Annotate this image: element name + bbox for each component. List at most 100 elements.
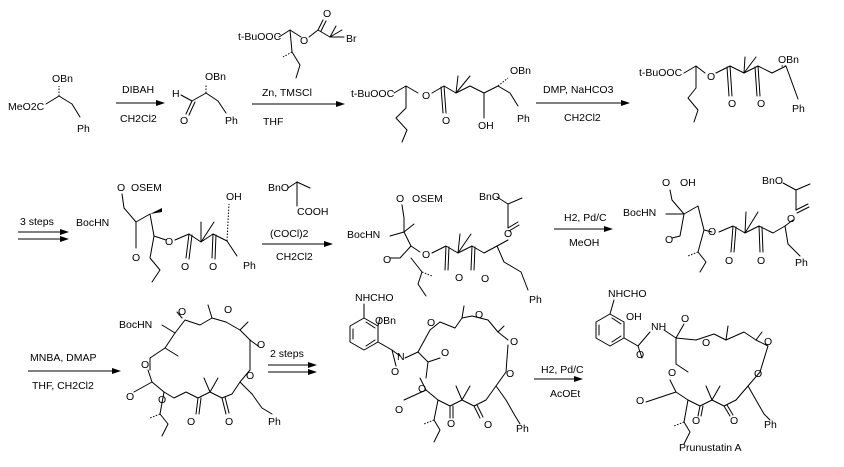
n-label: N <box>397 351 405 363</box>
benzyloxy-acid-reagent: BnO COOH <box>268 181 329 218</box>
o-label: O <box>165 236 173 248</box>
tbuooc-label: t-BuOOC <box>238 31 282 43</box>
reaction-arrow-6: H2, Pd/C MeOH <box>554 212 613 249</box>
bno-label: BnO <box>479 191 500 203</box>
bochn-label: BocHN <box>119 319 152 331</box>
ph-label: Ph <box>243 260 256 272</box>
o-label: O <box>692 415 700 427</box>
bond <box>683 65 706 74</box>
o-label: O <box>132 252 140 264</box>
reaction-arrow-9: H2, Pd/C AcOEt <box>534 364 584 400</box>
o-label: O <box>422 249 430 261</box>
ph-label: Ph <box>529 294 542 306</box>
step-7-solvent: THF, CH2Cl2 <box>32 380 94 392</box>
step-5-solvent: CH2Cl2 <box>276 251 313 263</box>
oh-label: OH <box>626 311 642 323</box>
ph-label: Ph <box>792 103 805 115</box>
o-label: O <box>681 313 689 325</box>
o-label: O <box>447 418 455 430</box>
reaction-arrow-7: MNBA, DMAP THF, CH2Cl2 <box>28 352 121 392</box>
bochn-label: BocHN <box>623 207 656 219</box>
oh-label: OH <box>680 177 696 189</box>
step-4-label: 3 steps <box>20 216 54 228</box>
compound-macrolactone-obn: NHCHO OBn O O O O N O O O O O O Ph <box>349 292 529 443</box>
osem-label: OSEM <box>131 182 162 194</box>
bond <box>45 95 81 118</box>
step-1-reagent: DIBAH <box>122 84 154 96</box>
o-label: O <box>636 395 644 407</box>
nh-label: NH <box>651 321 666 333</box>
o-label: O <box>441 347 449 359</box>
ph-label: Ph <box>764 419 777 431</box>
bond <box>161 317 227 334</box>
o-label: O <box>636 349 644 361</box>
ph-label: Ph <box>517 113 530 125</box>
step-1-solvent: CH2Cl2 <box>120 113 157 125</box>
o-label: O <box>178 306 186 318</box>
o-label: O <box>396 193 404 205</box>
o-label: O <box>181 261 189 273</box>
compound-hydroxy-diketone: O OSEM BocHN OH O O O O Ph <box>76 182 256 283</box>
o-label: O <box>427 317 435 329</box>
o-label: O <box>117 182 125 194</box>
tbuooc-label: t-BuOOC <box>351 88 395 100</box>
step-7-reagent: MNBA, DMAP <box>30 352 97 364</box>
obn-label: OBn <box>510 65 531 77</box>
o-label: O <box>506 368 514 380</box>
o-label: O <box>702 337 710 349</box>
o-label: O <box>707 71 715 83</box>
reaction-arrow-3: DMP, NaHCO3 CH2Cl2 <box>536 84 630 124</box>
bond <box>287 181 311 189</box>
step-9-solvent: AcOEt <box>550 388 580 400</box>
o-label: O <box>225 416 233 428</box>
o-label: O <box>141 359 149 371</box>
o-label: O <box>510 336 518 348</box>
o-label: O <box>395 404 403 416</box>
reaction-arrow-5: (COCl)2 CH2Cl2 <box>262 228 333 263</box>
oh-label: OH <box>478 120 494 132</box>
step-6-reagent: H2, Pd/C <box>564 212 607 224</box>
step-3-solvent: CH2Cl2 <box>564 112 601 124</box>
step-6-solvent: MeOH <box>569 237 599 249</box>
oh-label: OH <box>226 191 242 203</box>
reaction-arrow-4: 3 steps <box>18 216 69 242</box>
compound-prunustatin-a: NHCHO OH O NH O O O O O O O O Ph Prunust… <box>595 288 777 454</box>
o-label: O <box>665 234 673 246</box>
bond <box>401 204 421 253</box>
osem-label: OSEM <box>412 193 443 205</box>
o-label: O <box>475 309 483 321</box>
ph-label: Ph <box>225 115 238 127</box>
o-label: O <box>787 213 795 225</box>
o-label: O <box>422 90 430 102</box>
o-label: O <box>757 255 765 267</box>
obn-label: OBn <box>205 71 226 83</box>
o-label: O <box>257 339 265 351</box>
step-3-reagent: DMP, NaHCO3 <box>543 84 614 96</box>
bno-label: BnO <box>762 175 783 187</box>
o-label: O <box>728 98 736 110</box>
o-label: O <box>725 255 733 267</box>
compound-aldehyde: OBn H O Ph <box>172 71 238 127</box>
reaction-arrow-1: DIBAH CH2Cl2 <box>116 84 165 125</box>
compound-reformatsky-adduct: t-BuOOC OBn O O OH Ph <box>351 65 531 143</box>
bromoester-reagent: t-BuOOC Br O O <box>238 8 357 79</box>
o-label: O <box>300 35 308 47</box>
o-label: O <box>224 304 232 316</box>
o-label: O <box>383 254 391 266</box>
o-label: O <box>391 366 399 378</box>
step-2-reagent: Zn, TMSCl <box>262 87 312 99</box>
o-label: O <box>662 177 670 189</box>
o-label: O <box>481 273 489 285</box>
o-label: O <box>180 115 188 127</box>
o-label: O <box>418 383 426 395</box>
o-label: O <box>504 228 512 240</box>
bond <box>669 189 713 233</box>
ph-label: Ph <box>795 257 808 269</box>
bochn-label: BocHN <box>76 217 109 229</box>
meo2c-label: MeO2C <box>8 101 45 113</box>
ph-label: Ph <box>268 416 281 428</box>
compound-methyl-ester: OBn MeO2C Ph <box>8 73 90 135</box>
step-9-reagent: H2, Pd/C <box>541 364 584 376</box>
bno-label: BnO <box>268 182 289 194</box>
